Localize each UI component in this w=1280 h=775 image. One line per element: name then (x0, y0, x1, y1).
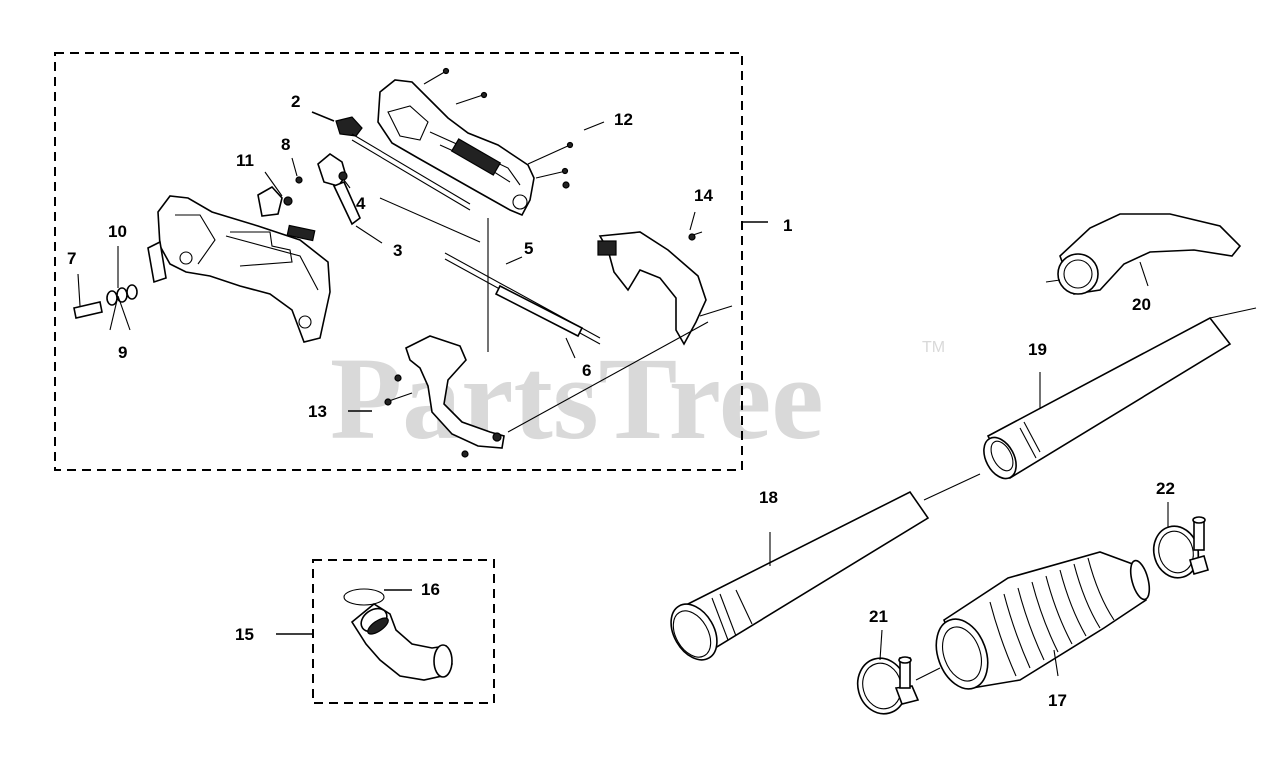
watermark-tm: TM (922, 339, 945, 356)
clamp-lower (405, 335, 505, 449)
cable-part-6 (494, 284, 584, 338)
assembly-1-box (54, 52, 743, 471)
callout-6: 6 (582, 361, 591, 380)
bracket-part-11 (257, 185, 283, 217)
callout-22: 22 (1156, 479, 1175, 498)
elbow-part-15 (276, 588, 453, 681)
leader-lines (77, 111, 768, 412)
callout-21: 21 (869, 607, 888, 626)
callout-9: 9 (118, 343, 127, 362)
callout-19: 19 (1028, 340, 1047, 359)
callout-8: 8 (281, 135, 290, 154)
watermark-text: PartsTree (330, 333, 824, 464)
switch-part-2 (335, 116, 363, 137)
callout-16: 16 (421, 580, 440, 599)
callout-labels: 1 2 3 4 5 6 7 8 9 10 11 12 13 14 15 16 1… (67, 92, 1175, 710)
callout-2: 2 (291, 92, 300, 111)
callout-5: 5 (524, 239, 533, 258)
callout-20: 20 (1132, 295, 1151, 314)
assembly-15-box (312, 559, 495, 704)
handle-bar (157, 195, 331, 343)
clamp-part-22 (1152, 502, 1209, 579)
callout-15: 15 (235, 625, 254, 644)
callout-18: 18 (759, 488, 778, 507)
callout-17: 17 (1048, 691, 1067, 710)
throttle-lever-4 (317, 153, 347, 187)
handle-assembly (73, 67, 733, 458)
callout-1: 1 (783, 216, 792, 235)
callout-7: 7 (67, 249, 76, 268)
clamp-part-21 (856, 629, 941, 715)
lever-part-3 (332, 180, 361, 226)
flex-hose-part-17 (935, 551, 1151, 690)
callout-10: 10 (108, 222, 127, 241)
callout-12: 12 (614, 110, 633, 129)
callout-4: 4 (356, 194, 366, 213)
callout-13: 13 (308, 402, 327, 421)
tube-part-19 (923, 307, 1257, 501)
elbow-part-20 (1045, 213, 1242, 295)
callout-14: 14 (694, 186, 713, 205)
callout-11: 11 (236, 151, 254, 170)
clamp-upper (598, 231, 707, 346)
tube-part-18 (670, 490, 930, 661)
callout-3: 3 (393, 241, 402, 260)
bolt-part-7 (73, 301, 103, 319)
